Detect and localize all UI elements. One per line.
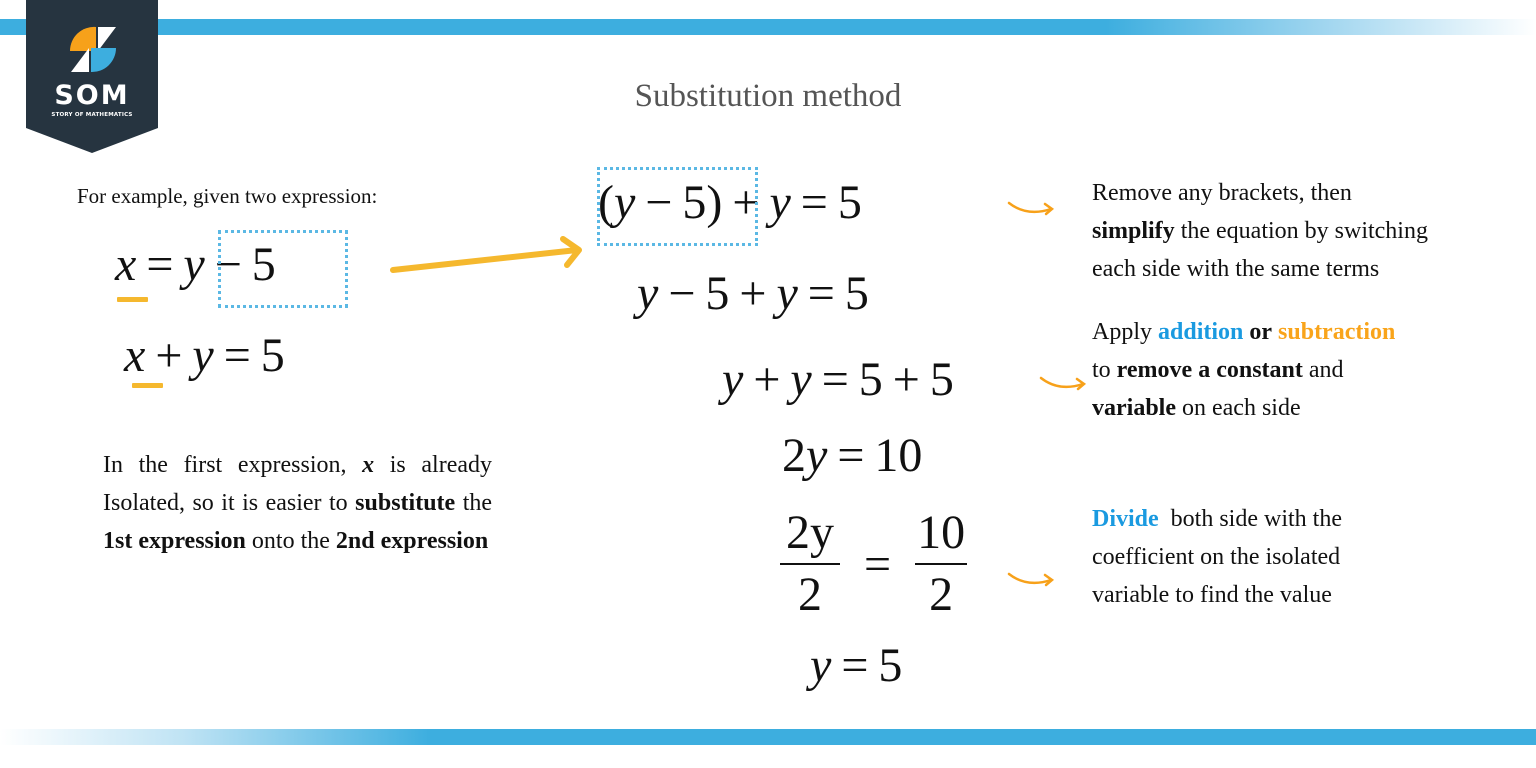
step-2: y−5+y=5 [637,267,869,320]
substitute-arrow-icon [390,236,582,273]
curved-arrow-icon-1 [1007,201,1055,216]
equation-2: x+y=5 [124,329,285,382]
fraction-right: 10 2 [915,506,968,621]
logo-badge-icon [26,0,158,153]
note-add-subtract: Apply addition or subtraction to remove … [1092,319,1396,421]
top-accent-bar [0,19,1536,35]
x-underline-2 [132,383,163,388]
logo-subtext: STORY OF MATHEMATICS [51,112,133,118]
step-6: y=5 [810,639,903,692]
curved-arrow-icon-2 [1039,376,1087,391]
page-title: Substitution method [634,78,902,114]
explanation-paragraph: In the first expression, x is already Is… [103,452,493,554]
note-simplify: Remove any brackets, then simplify the e… [1092,180,1428,282]
step-4: 2y=10 [782,429,923,482]
bottom-accent-bar [0,729,1536,745]
step-1: (y−5)+y=5 [598,176,862,229]
som-logo: SOM STORY OF MATHEMATICS [26,0,158,153]
highlight-box-rhs [218,230,348,308]
note-divide: Divide both side with the coefficient on… [1092,506,1342,608]
fraction-left: 2y 2 [780,505,840,623]
logo-text: SOM [54,80,130,111]
intro-text: For example, given two expression: [77,184,378,208]
x-underline-1 [117,297,148,302]
curved-arrow-icon-3 [1007,572,1055,587]
highlight-box-substituted [597,167,758,246]
step-5: 2y 2 = 10 2 [780,505,968,623]
step-3: y+y=5+5 [722,353,954,406]
